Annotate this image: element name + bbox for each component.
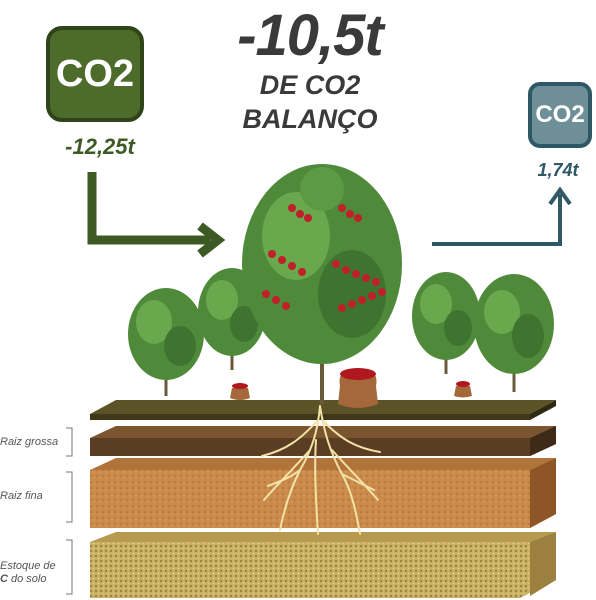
- sequestration-value: 1,74t: [537, 160, 579, 180]
- balance-value: -10,5t: [237, 3, 384, 68]
- coffee-sack-icon: [230, 368, 472, 408]
- arrow-right-icon: [87, 172, 210, 245]
- co2-emission-badge-icon: CO2: [46, 26, 144, 122]
- balance-label-line1: DE CO2: [259, 70, 361, 100]
- layer-label-coarse-root: Raiz grossa: [0, 436, 59, 448]
- co2-sequestration-badge-icon: CO2: [528, 82, 592, 148]
- layer-label-fine-root: Raiz fina: [0, 490, 43, 502]
- emission-value: -12,25t: [65, 134, 135, 159]
- balance-label-line2: BALANÇO: [242, 104, 378, 134]
- layer-label-soil-carbon: Estoque de C do solo: [0, 560, 56, 585]
- arrow-up-icon: [432, 194, 562, 246]
- coffee-tree-main-icon: [242, 164, 402, 404]
- coffee-tree-icon: [128, 268, 554, 396]
